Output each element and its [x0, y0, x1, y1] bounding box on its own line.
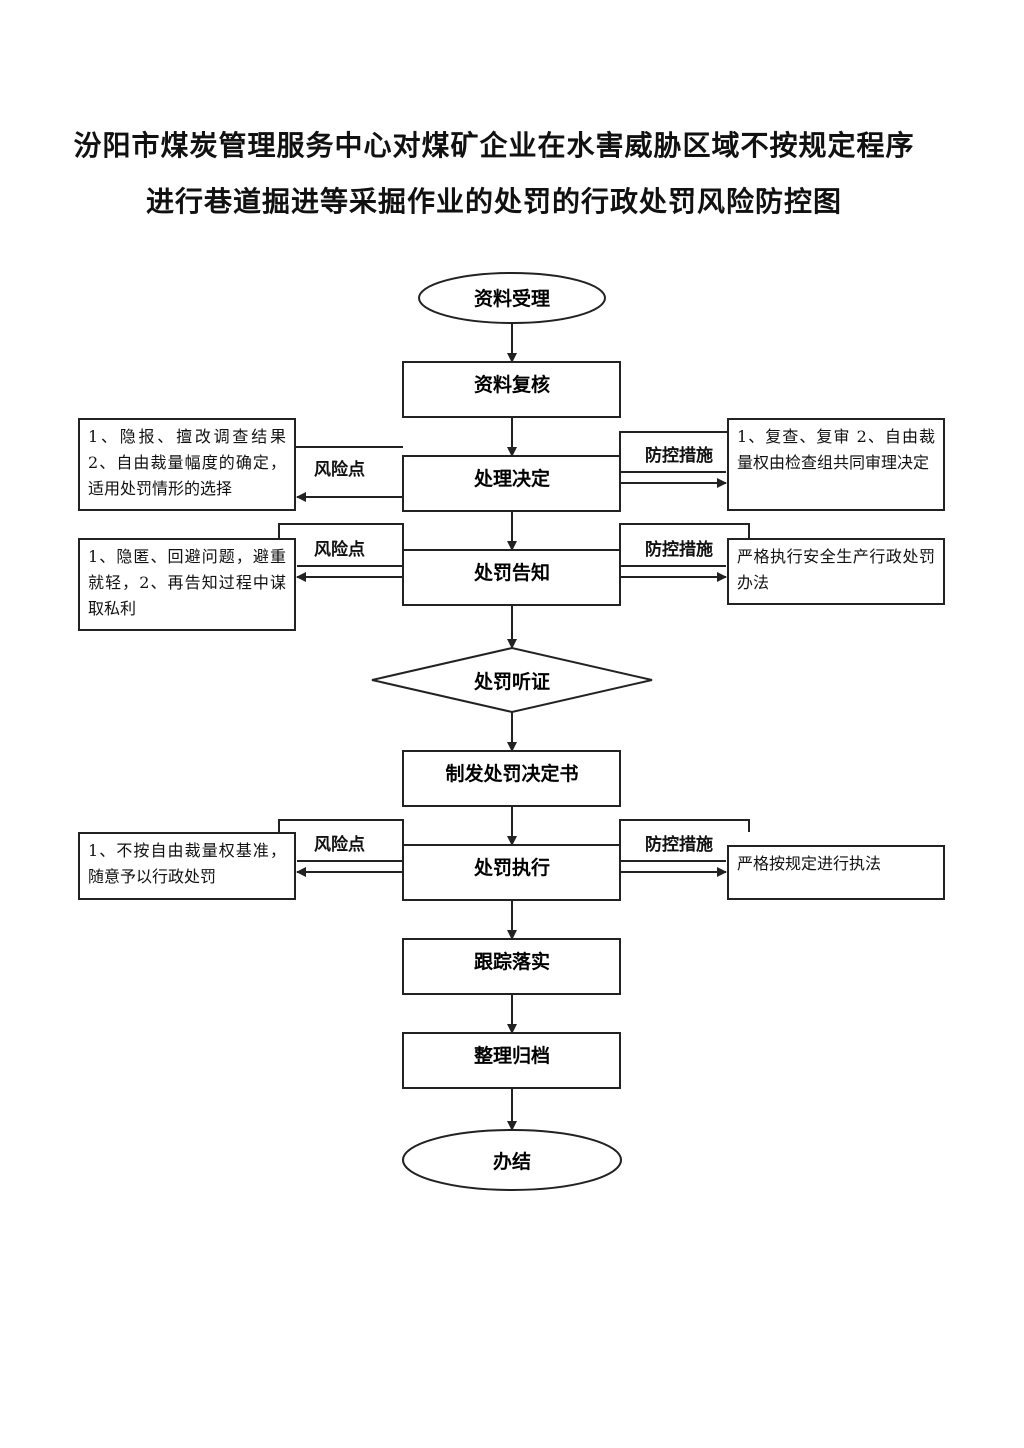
label-close: 办结: [493, 1150, 531, 1173]
label-issue: 制发处罚决定书: [445, 762, 578, 785]
label-track: 跟踪落实: [474, 950, 550, 973]
node-archive: [402, 1032, 621, 1089]
label-notify: 处罚告知: [473, 561, 550, 584]
label-review: 资料复核: [474, 373, 550, 396]
node-review: [402, 361, 621, 418]
node-decision: [402, 455, 621, 512]
risk-bracket-decision: [278, 420, 403, 448]
risk-bracket-notify: [278, 523, 404, 550]
node-close: [402, 1129, 622, 1191]
node-accept: [418, 272, 606, 324]
node-track: [402, 938, 621, 995]
risk-bracket-execute: [278, 819, 404, 845]
control-box-execute: 严格按规定进行执法: [727, 845, 945, 900]
risk-tag-decision: 风险点: [314, 460, 365, 480]
risk-tag-execute: 风险点: [314, 835, 365, 855]
risk-box-execute: 1、不按自由裁量权基准，随意予以行政处罚: [78, 832, 296, 900]
label-decision: 处理决定: [473, 467, 550, 490]
control-tag-notify: 防控措施: [645, 540, 713, 560]
node-hearing: [371, 646, 653, 714]
label-archive: 整理归档: [474, 1044, 550, 1067]
risk-tag-notify: 风险点: [314, 540, 365, 560]
control-bracket-execute: [619, 819, 750, 845]
label-execute: 处罚执行: [473, 856, 550, 879]
risk-box-notify: 1、隐匿、回避问题，避重就轻，2、再告知过程中谋取私利: [78, 538, 296, 631]
control-box-decision: 1、复查、复审 2、自由裁量权由检查组共同审理决定: [727, 418, 945, 511]
control-tag-execute: 防控措施: [645, 835, 713, 855]
label-accept: 资料受理: [474, 287, 550, 310]
node-issue: [402, 750, 621, 807]
label-hearing: 处罚听证: [473, 670, 550, 693]
risk-box-decision: 1、隐报、擅改调查结果 2、自由裁量幅度的确定，适用处罚情形的选择: [78, 418, 296, 511]
page-title-line1: 汾阳市煤炭管理服务中心对煤矿企业在水害威胁区域不按规定程序: [73, 129, 915, 162]
control-bracket-notify: [619, 523, 750, 550]
page-title-line2: 进行巷道掘进等采掘作业的处罚的行政处罚风险防控图: [145, 185, 842, 218]
control-box-notify: 严格执行安全生产行政处罚办法: [727, 538, 945, 605]
control-tag-decision: 防控措施: [645, 446, 713, 466]
